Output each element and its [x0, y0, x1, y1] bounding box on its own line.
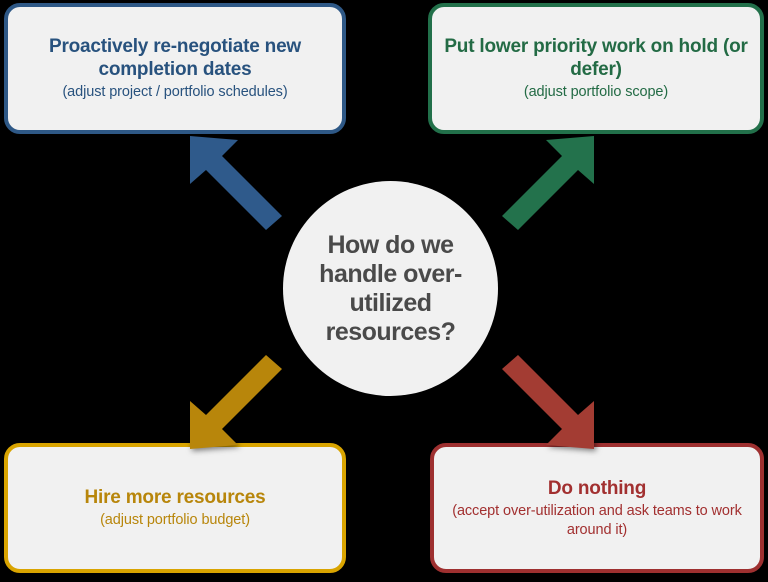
- option-title-do-nothing: Do nothing: [547, 477, 647, 499]
- center-question-text: How do we handle over-utilized resources…: [319, 230, 462, 346]
- arrow-down-right-icon: [502, 355, 594, 449]
- arrow-up-left-icon: [190, 136, 282, 230]
- option-box-do-nothing[interactable]: Do nothing (accept over-utilization and …: [430, 443, 764, 573]
- arrow-up-right-icon: [502, 136, 594, 230]
- center-question-circle: How do we handle over-utilized resources…: [283, 181, 498, 396]
- option-subtitle-hire: (adjust portfolio budget): [100, 512, 250, 529]
- option-title-hire: Hire more resources: [84, 486, 266, 508]
- option-subtitle-do-nothing: (accept over-utilization and ask teams t…: [452, 502, 742, 538]
- option-box-hire[interactable]: Hire more resources (adjust portfolio bu…: [4, 443, 346, 573]
- option-subtitle-on-hold: (adjust portfolio scope): [523, 84, 669, 101]
- option-title-on-hold: Put lower priority work on hold (or defe…: [444, 35, 748, 81]
- arrow-down-left-icon: [190, 355, 282, 449]
- option-box-renegotiate[interactable]: Proactively re-negotiate new completion …: [4, 3, 346, 134]
- option-box-on-hold[interactable]: Put lower priority work on hold (or defe…: [428, 3, 764, 134]
- option-title-renegotiate: Proactively re-negotiate new completion …: [48, 35, 302, 81]
- option-subtitle-renegotiate: (adjust project / portfolio schedules): [62, 84, 288, 101]
